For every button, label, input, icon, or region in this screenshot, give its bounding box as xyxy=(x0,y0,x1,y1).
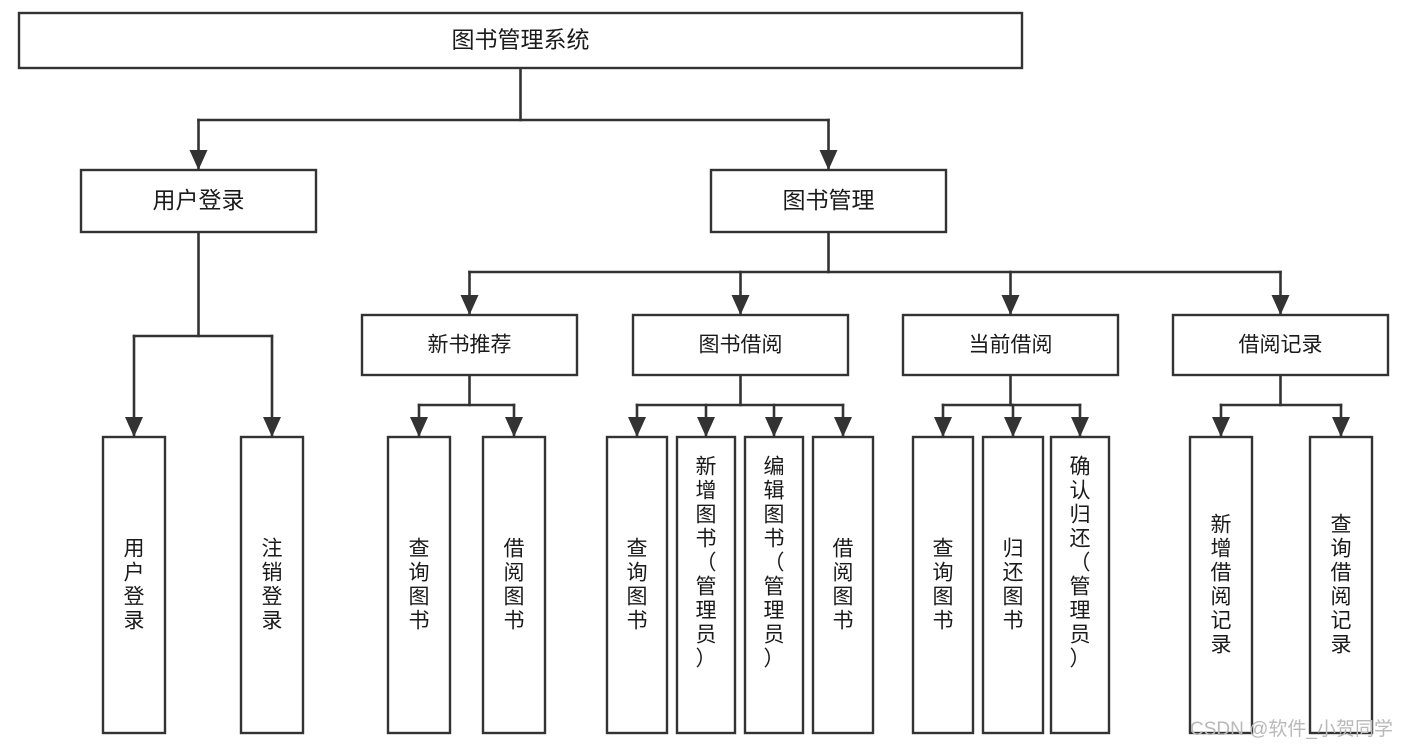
node-current-borrow[interactable]: 当前借阅 xyxy=(901,313,1120,377)
arrow-head-icon-book-borrow-0 xyxy=(628,417,646,437)
arrow-head-icon-book-borrow-3 xyxy=(834,417,852,437)
node-label-leaf-logout: 注销登录 xyxy=(262,538,283,633)
connector-layer xyxy=(125,66,1350,438)
node-label-book-manage: 图书管理 xyxy=(783,187,875,213)
arrow-head-icon-root-1 xyxy=(819,150,838,170)
node-label-user-login: 用户登录 xyxy=(153,187,245,213)
node-label-root: 图书管理系统 xyxy=(452,27,590,53)
node-label-leaf-query-record: 查询借阅记录 xyxy=(1331,514,1352,657)
node-leaf-logout[interactable]: 注销登录 xyxy=(239,435,305,735)
node-leaf-add-record[interactable]: 新增借阅记录 xyxy=(1188,435,1254,735)
node-user-login[interactable]: 用户登录 xyxy=(79,168,318,234)
node-label-leaf-add-record: 新增借阅记录 xyxy=(1211,514,1232,657)
node-box-new-book-recommend xyxy=(360,313,579,377)
node-label-leaf-add-book: 新增图书（管理员） xyxy=(696,456,717,671)
arrow-head-icon-current-borrow-0 xyxy=(934,417,952,437)
node-label-leaf-query-book-2: 查询图书 xyxy=(627,538,648,633)
node-box-book-manage xyxy=(709,168,948,234)
arrow-head-icon-user-login-0 xyxy=(125,417,143,437)
arrow-head-icon-user-login-1 xyxy=(263,417,281,437)
node-leaf-edit-book[interactable]: 编辑图书（管理员） xyxy=(743,435,805,735)
arrow-head-icon-root-0 xyxy=(189,150,208,170)
node-box-leaf-add-record xyxy=(1188,435,1254,735)
node-box-leaf-logout xyxy=(239,435,305,735)
node-label-leaf-user-login: 用户登录 xyxy=(124,538,145,633)
node-box-leaf-borrow-book-1 xyxy=(481,435,547,735)
node-label-current-borrow: 当前借阅 xyxy=(969,334,1053,357)
node-box-leaf-query-book-2 xyxy=(605,435,669,735)
node-box-leaf-user-login xyxy=(101,435,167,735)
arrow-head-icon-new-book-recommend-0 xyxy=(410,417,428,437)
arrow-head-icon-book-manage-3 xyxy=(1271,295,1290,315)
node-box-leaf-query-book-3 xyxy=(911,435,975,735)
node-box-leaf-return-book xyxy=(981,435,1045,735)
node-leaf-confirm-return[interactable]: 确认归还（管理员） xyxy=(1049,435,1111,735)
node-new-book-recommend[interactable]: 新书推荐 xyxy=(360,313,579,377)
node-box-leaf-edit-book xyxy=(743,435,805,735)
arrow-head-icon-current-borrow-2 xyxy=(1071,417,1089,437)
node-leaf-borrow-book-1[interactable]: 借阅图书 xyxy=(481,435,547,735)
node-box-leaf-query-record xyxy=(1308,435,1374,735)
node-label-new-book-recommend: 新书推荐 xyxy=(428,334,512,357)
node-leaf-query-book-1[interactable]: 查询图书 xyxy=(386,435,452,735)
node-label-leaf-return-book: 归还图书 xyxy=(1003,538,1024,633)
node-box-book-borrow xyxy=(631,313,850,377)
node-book-manage[interactable]: 图书管理 xyxy=(709,168,948,234)
node-label-leaf-borrow-book-1: 借阅图书 xyxy=(504,538,525,633)
arrow-head-icon-book-borrow-1 xyxy=(697,417,715,437)
node-box-leaf-query-book-1 xyxy=(386,435,452,735)
arrow-head-icon-new-book-recommend-1 xyxy=(505,417,523,437)
node-box-leaf-borrow-book-2 xyxy=(811,435,875,735)
node-box-leaf-add-book xyxy=(675,435,737,735)
arrow-head-icon-book-manage-2 xyxy=(1001,295,1020,315)
node-leaf-query-book-3[interactable]: 查询图书 xyxy=(911,435,975,735)
arrow-head-icon-book-manage-0 xyxy=(460,295,479,315)
arrow-head-icon-borrow-record-0 xyxy=(1212,417,1230,437)
watermark-text: CSDN @软件_小贺同学 xyxy=(1190,719,1393,740)
node-leaf-add-book[interactable]: 新增图书（管理员） xyxy=(675,435,737,735)
node-label-leaf-confirm-return: 确认归还（管理员） xyxy=(1070,456,1091,671)
node-label-leaf-query-book-1: 查询图书 xyxy=(409,538,430,633)
node-borrow-record[interactable]: 借阅记录 xyxy=(1171,313,1390,377)
node-box-user-login xyxy=(79,168,318,234)
node-box-current-borrow xyxy=(901,313,1120,377)
node-leaf-borrow-book-2[interactable]: 借阅图书 xyxy=(811,435,875,735)
node-leaf-query-book-2[interactable]: 查询图书 xyxy=(605,435,669,735)
node-box-root xyxy=(17,11,1024,70)
node-root[interactable]: 图书管理系统 xyxy=(17,11,1024,70)
node-label-leaf-query-book-3: 查询图书 xyxy=(933,538,954,633)
node-leaf-query-record[interactable]: 查询借阅记录 xyxy=(1308,435,1374,735)
node-layer: 图书管理系统用户登录图书管理新书推荐图书借阅当前借阅借阅记录用户登录注销登录查询… xyxy=(17,11,1390,735)
node-label-book-borrow: 图书借阅 xyxy=(699,334,783,357)
node-label-borrow-record: 借阅记录 xyxy=(1239,334,1323,357)
node-label-leaf-borrow-book-2: 借阅图书 xyxy=(833,538,854,633)
arrow-head-icon-borrow-record-1 xyxy=(1332,417,1350,437)
arrow-head-icon-book-borrow-2 xyxy=(765,417,783,437)
node-book-borrow[interactable]: 图书借阅 xyxy=(631,313,850,377)
node-leaf-user-login[interactable]: 用户登录 xyxy=(101,435,167,735)
node-box-borrow-record xyxy=(1171,313,1390,377)
node-leaf-return-book[interactable]: 归还图书 xyxy=(981,435,1045,735)
node-label-leaf-edit-book: 编辑图书（管理员） xyxy=(764,456,785,671)
arrow-head-icon-current-borrow-1 xyxy=(1004,417,1022,437)
arrow-head-icon-book-manage-1 xyxy=(731,295,750,315)
node-box-leaf-confirm-return xyxy=(1049,435,1111,735)
